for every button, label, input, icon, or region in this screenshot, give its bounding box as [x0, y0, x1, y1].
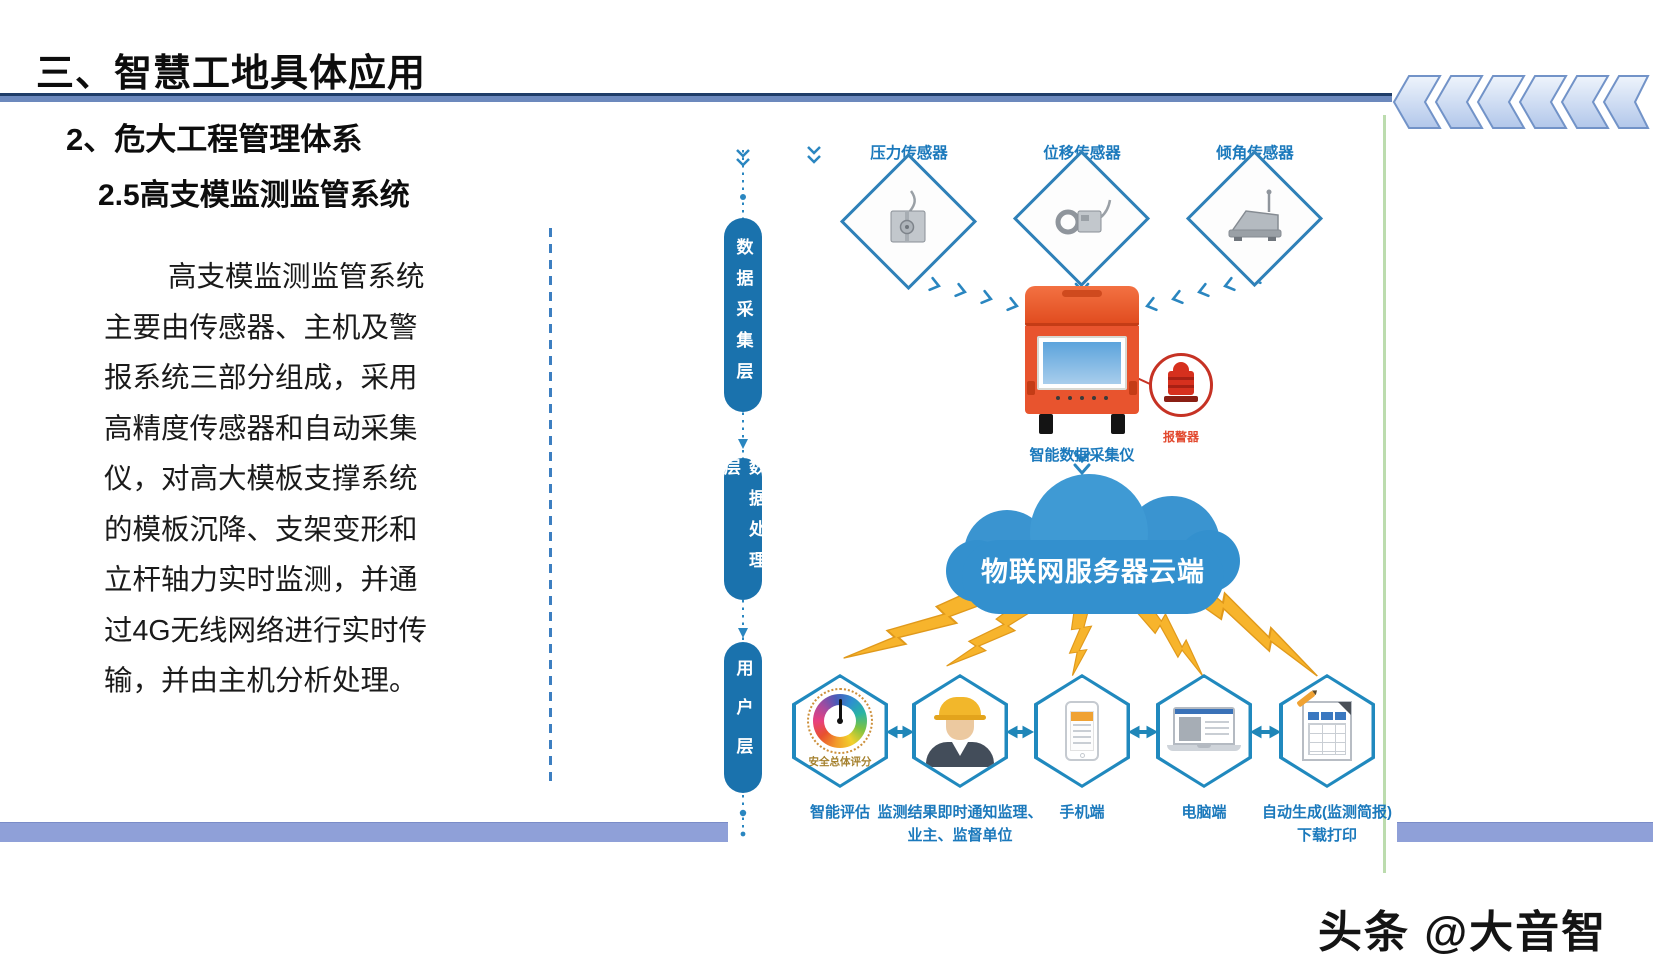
laptop-icon — [1167, 707, 1241, 755]
layer-pill-data-collection: 数据采集层 — [724, 218, 762, 412]
engineer-icon — [925, 695, 995, 767]
trail-pressure-to-collector — [902, 269, 1045, 318]
title-underline — [0, 93, 1392, 102]
data-collector-device — [1025, 286, 1139, 436]
green-divider-line — [1383, 115, 1386, 873]
arrow-collector-to-cloud — [1073, 451, 1091, 476]
collector-latch — [1027, 381, 1035, 395]
subsection-title: 2.5高支模监测监管系统 — [98, 179, 410, 212]
user-label-line2: 业主、监督单位 — [907, 827, 1013, 844]
body-line: 报系统三部分组成，采用 — [104, 362, 418, 394]
user-label: 电脑端 — [1181, 804, 1227, 821]
tilt-sensor-icon — [1228, 189, 1282, 241]
displacement-sensor-icon — [1055, 199, 1112, 235]
body-text: 高支模监测监管系统 主要由传感器、主机及警 报系统三部分组成，采用 高精度传感器… — [104, 252, 444, 707]
collector-label: 智能数据采集仪 — [1029, 447, 1135, 464]
layer-pill-label: 数据采集层 — [733, 237, 753, 393]
chevron-decoration — [1392, 75, 1650, 129]
collector-foot — [1111, 414, 1125, 434]
user-label: 智能评估 — [809, 804, 870, 821]
siren-icon — [1173, 362, 1189, 371]
report-icon — [1296, 690, 1352, 761]
phone-icon — [1065, 701, 1099, 761]
layer-pill-label: 数据处理层 — [721, 458, 765, 582]
user-label: 手机端 — [1059, 804, 1105, 821]
gauge-caption: 安全总体评分 — [808, 755, 872, 768]
watermark: 头条 @大音智库 — [1318, 908, 1608, 973]
body-line: 输，并由主机分析处理。 — [104, 665, 418, 697]
user-label: 自动生成(监测简报) — [1262, 804, 1392, 821]
layer-pill-data-processing: 数据处理层 — [721, 458, 765, 600]
body-line: 主要由传感器、主机及警 — [104, 311, 418, 344]
hexagon-link-arrows — [885, 725, 1282, 739]
user-hexagon-phone — [1034, 674, 1130, 788]
alarm-circle — [1149, 353, 1213, 417]
page-title: 三、智慧工地具体应用 — [36, 53, 427, 95]
pressure-sensor-icon — [890, 190, 926, 243]
user-label-line2: 下载打印 — [1296, 827, 1357, 844]
collector-buttons — [1041, 394, 1123, 402]
collector-foot — [1039, 414, 1053, 434]
trail-tilt-to-collector — [1119, 269, 1262, 318]
gauge-icon — [807, 687, 873, 754]
user-label: 监测结果即时通知监理、 — [877, 804, 1043, 821]
body-line: 高支模监测监管系统 — [168, 261, 425, 293]
layer-pill-label: 用户层 — [733, 659, 753, 776]
bottom-bar-left — [0, 822, 728, 842]
body-line: 仪，对高大模板支撑系统 — [104, 463, 418, 495]
body-line: 的模板沉降、支架变形和 — [104, 513, 418, 546]
cloud-label: 物联网服务器云端 — [981, 557, 1205, 587]
collector-handle — [1062, 290, 1102, 297]
lightning-bolt — [1068, 601, 1093, 676]
collector-latch — [1129, 381, 1137, 395]
collector-screen — [1037, 336, 1127, 390]
alarm-label: 报警器 — [1162, 430, 1199, 444]
section-title: 2、危大工程管理体系 — [66, 122, 363, 157]
body-line: 过4G无线网络进行实时传 — [104, 614, 428, 647]
alarm-connector-line — [1136, 377, 1151, 385]
body-line: 立杆轴力实时监测，并通 — [104, 564, 418, 596]
layer-pill-user: 用户层 — [724, 642, 762, 793]
dashed-divider-line — [549, 228, 552, 782]
iot-cloud: 物联网服务器云端 — [946, 468, 1240, 626]
body-line: 高精度传感器和自动采集 — [104, 412, 418, 445]
bottom-bar-right — [1397, 822, 1653, 842]
